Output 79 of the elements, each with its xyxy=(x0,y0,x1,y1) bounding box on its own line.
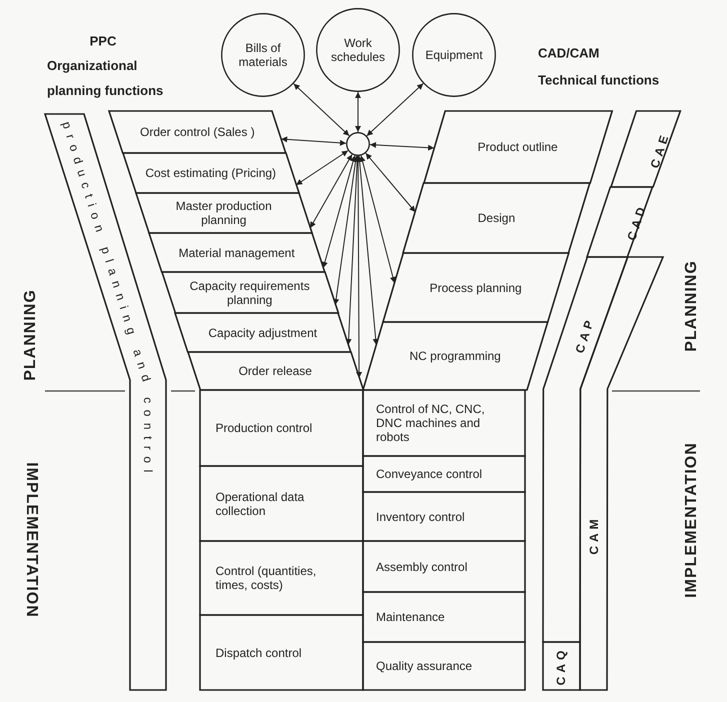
function-cell xyxy=(148,233,324,272)
band-segment xyxy=(543,257,628,642)
cell-label: Conveyance control xyxy=(376,467,484,481)
heading-text: Organizational planning functions xyxy=(47,57,164,100)
double-arrow xyxy=(369,142,435,151)
cell-label: Process planning xyxy=(428,280,523,294)
band-label: CAQ xyxy=(554,646,568,686)
cell-label: Operational data collection xyxy=(216,490,306,518)
data-circle xyxy=(412,13,496,97)
cell-label: Order release xyxy=(238,364,313,378)
band-label: CAP xyxy=(572,315,598,355)
data-circle xyxy=(221,13,305,97)
double-arrow xyxy=(355,92,361,132)
function-cell xyxy=(200,466,363,541)
function-cell xyxy=(363,390,525,456)
double-arrow xyxy=(360,155,396,284)
circle-label: Work schedules xyxy=(330,36,386,64)
cell-label: Control of NC, CNC, DNC machines and robots xyxy=(376,402,486,444)
double-arrow xyxy=(280,136,347,146)
double-arrow xyxy=(355,156,362,378)
double-arrow xyxy=(310,154,353,228)
double-arrow xyxy=(333,155,358,306)
band-segment xyxy=(543,642,580,690)
double-arrow xyxy=(365,152,416,212)
data-circle xyxy=(316,8,400,92)
function-cell xyxy=(403,183,590,253)
cell-label: Material management xyxy=(178,246,296,260)
circle-label: Bills of materials xyxy=(238,41,288,69)
double-arrow xyxy=(296,150,348,186)
function-cell xyxy=(200,615,363,690)
double-arrow xyxy=(346,155,360,346)
band-label: CAE xyxy=(648,130,672,170)
cell-label: Maintenance xyxy=(376,610,446,624)
cell-label: Inventory control xyxy=(376,510,466,524)
cell-label: Cost estimating (Pricing) xyxy=(144,166,278,180)
function-cell xyxy=(382,253,569,322)
function-cell xyxy=(200,541,363,615)
function-cell xyxy=(109,111,286,153)
band-segment xyxy=(587,187,653,257)
heading-text: PPC xyxy=(88,32,118,50)
cell-label: Assembly control xyxy=(376,560,468,574)
band-label: CAM xyxy=(587,515,601,555)
circle-label: Equipment xyxy=(424,48,484,62)
function-cell xyxy=(424,111,612,183)
function-cell xyxy=(363,592,525,642)
double-arrow xyxy=(366,83,424,136)
cell-label: Master production planning xyxy=(174,199,273,227)
section-label: PLANNING xyxy=(21,289,40,381)
band-segment xyxy=(610,111,680,187)
cell-label: Quality assurance xyxy=(376,659,474,673)
double-arrow xyxy=(293,83,350,136)
cell-label: Capacity adjustment xyxy=(207,326,318,340)
cell-label: Order control (Sales ) xyxy=(138,125,256,139)
function-cell xyxy=(363,456,525,492)
heading-text: CAD/CAM xyxy=(538,44,600,62)
function-cell xyxy=(174,313,351,352)
cell-label: Design xyxy=(476,211,516,225)
cell-label: Capacity requirements planning xyxy=(188,278,311,306)
function-cell xyxy=(200,390,363,466)
cell-label: Dispatch control xyxy=(216,646,303,660)
section-label: IMPLEMENTATION xyxy=(682,442,701,598)
function-cell xyxy=(188,352,363,390)
function-cell xyxy=(122,153,299,193)
function-cell xyxy=(363,541,525,592)
double-arrow xyxy=(356,155,379,346)
cell-label: NC programming xyxy=(408,349,502,363)
hub-circle xyxy=(346,132,370,156)
function-cell xyxy=(136,193,312,233)
function-cell xyxy=(363,642,525,690)
function-cell xyxy=(162,272,338,313)
section-label: IMPLEMENTATION xyxy=(22,462,41,618)
cell-label: Production control xyxy=(216,421,314,435)
cell-label: Control (quantities, times, costs) xyxy=(216,564,318,592)
function-cell xyxy=(363,322,548,390)
function-cell xyxy=(363,492,525,541)
section-label: PLANNING xyxy=(682,260,701,352)
double-arrow xyxy=(322,155,356,268)
cell-label: Product outline xyxy=(476,140,559,154)
heading-text: Technical functions xyxy=(538,72,660,88)
